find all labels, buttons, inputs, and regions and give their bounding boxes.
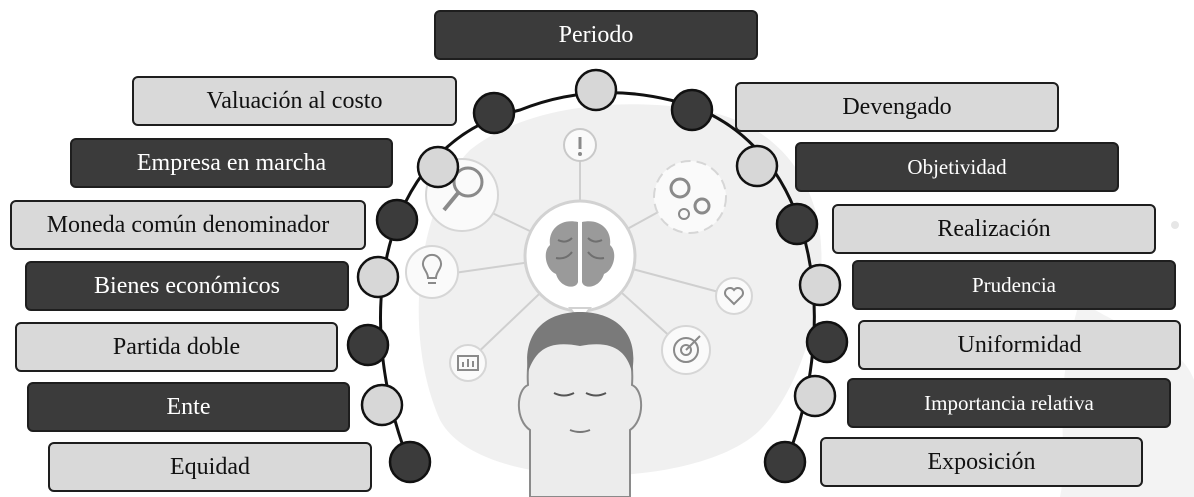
arc-nodes: [346, 68, 849, 484]
concept-uniformidad: Uniformidad: [858, 320, 1181, 370]
concept-bienes-economicos: Bienes económicos: [25, 261, 349, 311]
node-right-6: [793, 374, 837, 418]
node-right-4: [798, 263, 842, 307]
concept-ente: Ente: [27, 382, 350, 432]
person-head-icon: [517, 312, 643, 497]
node-right-7: [763, 440, 807, 484]
target-icon: [661, 325, 711, 375]
lightbulb-icon: [405, 245, 459, 299]
bar-chart-icon: [449, 344, 487, 382]
concept-periodo: Periodo: [434, 10, 758, 60]
node-left-4: [356, 255, 400, 299]
exclamation-icon: [563, 128, 597, 162]
node-right-3: [775, 202, 819, 246]
node-left-3: [375, 198, 419, 242]
node-left-5: [346, 323, 390, 367]
concept-valuacion-al-costo: Valuación al costo: [132, 76, 457, 126]
gears-icon: [653, 160, 727, 234]
heart-icon: [715, 277, 753, 315]
concept-exposicion: Exposición: [820, 437, 1143, 487]
concept-realizacion: Realización: [832, 204, 1156, 254]
concept-devengado: Devengado: [735, 82, 1059, 132]
concept-importancia-relativa: Importancia relativa: [847, 378, 1171, 428]
node-right-1: [670, 88, 714, 132]
concept-prudencia: Prudencia: [852, 260, 1176, 310]
node-left-7: [388, 440, 432, 484]
node-left-2: [416, 145, 460, 189]
node-right-5: [805, 320, 849, 364]
concept-partida-doble: Partida doble: [15, 322, 338, 372]
concept-empresa-en-marcha: Empresa en marcha: [70, 138, 393, 188]
concept-moneda-comun-denominador: Moneda común denominador: [10, 200, 366, 250]
node-left-1: [472, 91, 516, 135]
node-top: [574, 68, 618, 112]
node-right-2: [735, 144, 779, 188]
node-left-6: [360, 383, 404, 427]
concept-objetividad: Objetividad: [795, 142, 1119, 192]
concept-equidad: Equidad: [48, 442, 372, 492]
